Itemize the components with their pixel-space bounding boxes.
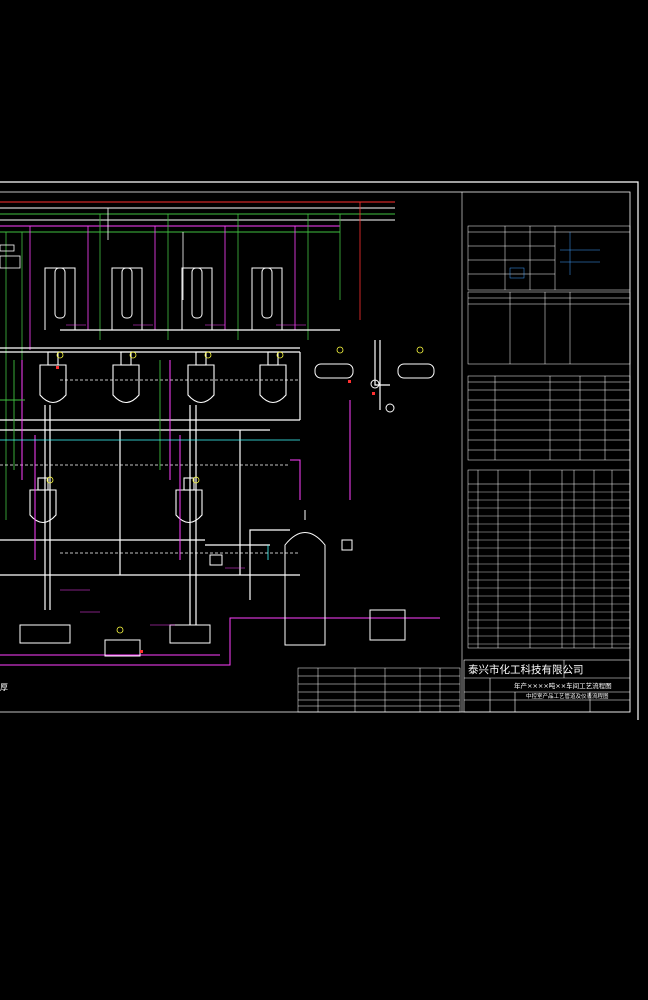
red-accents <box>56 366 375 653</box>
equipment-table <box>467 375 631 461</box>
equipment-list-table <box>467 469 631 649</box>
bottom-tanks <box>19 510 326 657</box>
company-name: 泰兴市化工科技有限公司 <box>468 663 584 676</box>
condensers <box>44 267 283 330</box>
green-lines <box>0 360 161 470</box>
equipment-list-rows <box>468 491 630 645</box>
instrument-table <box>467 291 631 365</box>
drawing-frame <box>0 181 639 720</box>
left-edge-label: 厚 <box>0 683 8 692</box>
horizontal-vessels <box>209 363 435 641</box>
annotation-marks <box>60 324 306 626</box>
left-instrument-box <box>0 244 21 269</box>
revision-table <box>297 667 461 713</box>
utility-drops <box>5 202 361 520</box>
title-block <box>463 659 631 713</box>
magenta-lines <box>0 360 440 666</box>
drawing-title: 中控室产品工艺管道及仪表流程图 <box>526 692 609 700</box>
project-name: 年产××××吨××车间工艺流程图 <box>514 681 612 690</box>
legend-table <box>467 225 631 291</box>
utility-header-lines <box>0 201 395 233</box>
process-lines <box>0 329 390 625</box>
reactors-upper <box>39 351 287 404</box>
instrument-symbols <box>46 346 424 634</box>
cyan-lines <box>0 439 300 560</box>
reactors-lower <box>29 477 203 524</box>
